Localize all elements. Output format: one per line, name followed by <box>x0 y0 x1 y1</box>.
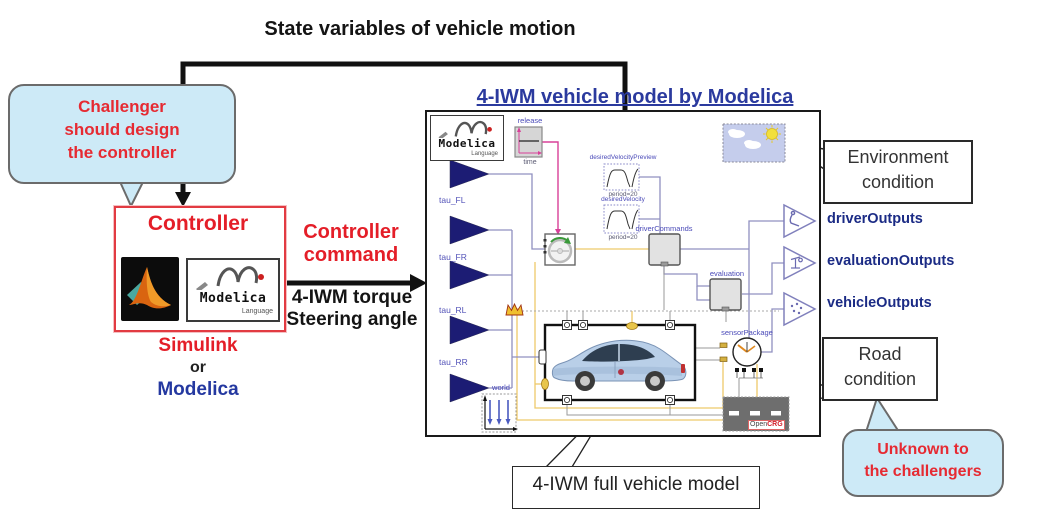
evaluation-outputs-icon <box>790 256 803 269</box>
command-detail1: 4-IWM torque <box>291 287 413 308</box>
desired-velocity-preview-icon <box>603 163 640 191</box>
challenger-line2: should design <box>64 119 180 139</box>
evaluation-outputs-connector <box>783 245 817 281</box>
opencrg-crg: CRG <box>767 421 783 428</box>
modelica-logo-sub: Language <box>471 151 498 157</box>
unknown-line2: the challengers <box>864 462 982 480</box>
input-label-tau-rl: tau_RL <box>439 305 467 315</box>
environment-icon <box>722 123 786 163</box>
sun-icon <box>763 125 781 143</box>
modelica-logo-sub: Language <box>241 308 273 315</box>
vehicle-outputs-label: vehicleOutputs <box>827 295 932 311</box>
driver-commands-label: driverCommands <box>635 224 693 233</box>
road-condition-callout: Road condition <box>822 337 938 401</box>
crown-icon <box>505 302 524 316</box>
driver-outputs-icon <box>789 210 800 227</box>
modelica-logo-word: Modelica <box>438 137 496 150</box>
release-block-icon <box>514 126 543 158</box>
input-label-tau-fr: tau_FR <box>439 252 467 262</box>
command-label: Controller command <box>292 221 410 267</box>
unknown-callout: Unknown to the challengers <box>842 429 1004 497</box>
road-line2: condition <box>843 369 917 390</box>
vehicle-outputs-icon <box>790 302 803 315</box>
environment-condition-callout: Environment condition <box>823 140 973 204</box>
chassis-connectors <box>538 320 675 405</box>
unknown-bubble-tail <box>864 395 901 433</box>
full-vehicle-model-label: 4-IWM full vehicle model <box>512 466 760 509</box>
vehicle-model-box: Modelica Language tau_FL tau_FR tau_RL t… <box>425 110 821 437</box>
command-line2: command <box>303 244 399 266</box>
environment-line1: Environment <box>847 147 949 167</box>
challenger-line3: the controller <box>67 142 177 162</box>
opencrg-open: Open <box>750 421 768 428</box>
page-title: State variables of vehicle motion <box>264 18 576 40</box>
world-gravity-icon <box>481 393 518 433</box>
desired-velocity-icon <box>603 204 640 234</box>
evaluation-outputs-label: evaluationOutputs <box>827 253 955 269</box>
opencrg-label: OpenCRG <box>748 420 785 430</box>
model-title: 4-IWM vehicle model by Modelica <box>476 86 794 108</box>
controller-implementation: Simulink or Modelica <box>128 336 268 399</box>
dv-period-label: period=20 <box>608 234 638 241</box>
input-label-tau-rr: tau_RR <box>439 357 468 367</box>
modelica-logo: Modelica Language <box>186 258 280 322</box>
input-gain-icons <box>449 159 490 403</box>
challenger-line1: Challenger <box>78 97 166 116</box>
release-axis-label: time <box>523 159 537 166</box>
command-arrow <box>284 274 427 292</box>
release-label: release <box>517 116 543 125</box>
world-label: world <box>492 383 510 392</box>
unknown-line1: Unknown to <box>877 441 969 458</box>
cloud-icon <box>728 129 761 149</box>
modelica-logo: Modelica Language <box>430 115 504 161</box>
command-detail2: Steering angle <box>286 308 418 330</box>
driver-outputs-label: driverOutputs <box>827 211 923 227</box>
challenger-callout: Challenger should design the controller <box>8 84 236 184</box>
sensor-package-label: sensorPackage <box>721 328 773 337</box>
dvp-period-label: period=20 <box>608 191 638 198</box>
environment-line2: condition <box>861 172 935 193</box>
impl-simulink: Simulink <box>158 335 238 356</box>
input-label-tau-fl: tau_FL <box>439 195 466 205</box>
car-icon <box>551 339 687 391</box>
dv-label: desiredVelocity <box>601 196 645 203</box>
road-line1: Road <box>858 344 902 364</box>
modelica-curve-icon <box>438 120 492 138</box>
gauge-icon <box>719 337 763 378</box>
steering-wheel-icon <box>543 233 576 266</box>
release-wire <box>542 141 561 235</box>
output-connectors <box>783 203 817 327</box>
evaluation-label: evaluation <box>709 269 745 278</box>
modelica-curve-icon <box>196 266 264 290</box>
vehicle-outputs-connector <box>783 291 817 327</box>
impl-or: or <box>190 359 206 376</box>
dvp-label: desiredVelocityPreview <box>589 154 657 161</box>
command-detail: 4-IWM torque Steering angle <box>278 287 426 331</box>
impl-modelica: Modelica <box>157 379 239 400</box>
driver-commands-block <box>648 233 681 267</box>
modelica-logo-word: Modelica <box>199 291 267 306</box>
evaluation-block <box>709 278 742 312</box>
driver-outputs-connector <box>783 203 817 239</box>
command-line1: Controller <box>303 221 399 243</box>
matlab-logo <box>121 257 179 321</box>
controller-title: Controller <box>147 212 249 235</box>
